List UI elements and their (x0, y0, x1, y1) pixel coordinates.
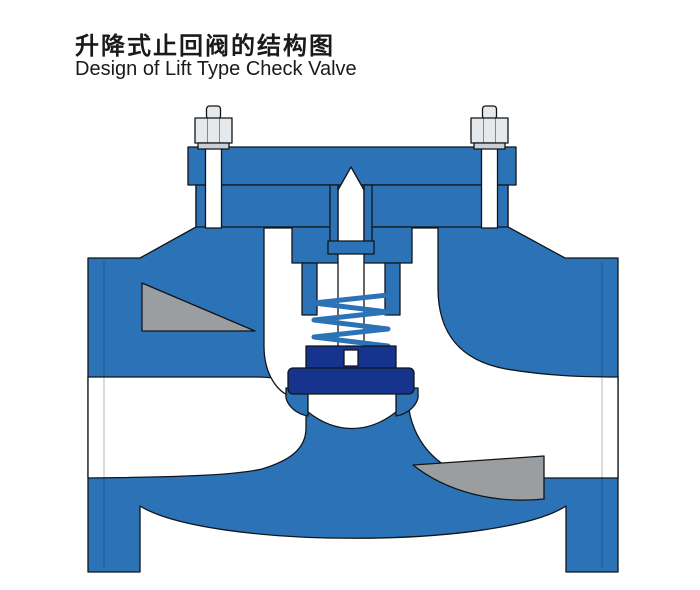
diagram-title-en: Design of Lift Type Check Valve (75, 58, 357, 80)
bolt-left-washer (197, 142, 230, 150)
rib-section-left (141, 282, 256, 332)
inlet-passage (87, 376, 307, 479)
bolt-left-shank (204, 147, 223, 229)
seat-throat (307, 390, 397, 430)
gland-strip-left (329, 184, 339, 244)
guide-wall-left (301, 262, 318, 316)
bolt-left-tip (205, 105, 222, 120)
gland-strip-right (363, 184, 373, 244)
spring (311, 292, 391, 355)
disc-face (287, 367, 415, 395)
stem-collar (327, 240, 375, 255)
bolt-left-nut (194, 117, 233, 144)
bolt-left-nut-facets (207, 118, 220, 143)
seat-ring-right (395, 387, 419, 417)
bolt-right-tip (481, 105, 498, 120)
seat-ring-left (285, 387, 309, 417)
bolt-right-nut (470, 117, 509, 144)
rib-section-right (412, 455, 545, 501)
bolt-right-shank (480, 147, 499, 229)
bolt-right-nut-facets (483, 118, 496, 143)
bolt-right-washer (473, 142, 506, 150)
stem-end-cap (343, 349, 359, 367)
guide-wall-right (384, 262, 401, 316)
diagram-title-zh: 升降式止回阀的结构图 (75, 32, 335, 60)
